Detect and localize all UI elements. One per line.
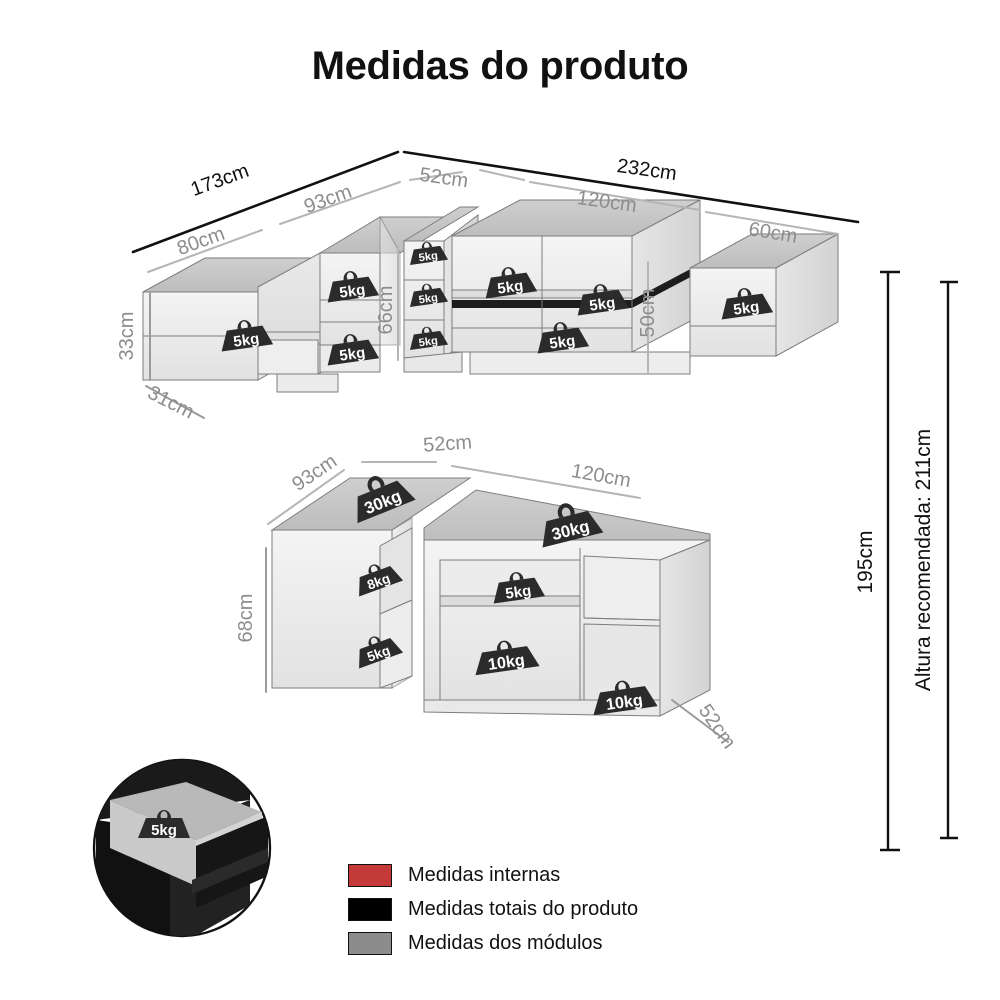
svg-text:5kg: 5kg (418, 250, 439, 265)
lower-load-badges: 30kg 30kg 8kg 5kg 5kg (138, 476, 658, 839)
badge-lower-center-bottom: 10kg (475, 640, 540, 676)
legend-swatch-internal (348, 864, 392, 887)
lower-unit-illustration (270, 477, 711, 717)
badge-lower-corner-shelf-upper: 8kg (359, 564, 404, 597)
badge-upper-corner-top: 5kg (327, 271, 380, 303)
badge-upper-right-module: 5kg (721, 288, 774, 320)
dim-33cm: 33cm (116, 312, 138, 361)
dim-66cm: 66cm (375, 286, 397, 335)
legend-label-total: Medidas totais do produto (408, 898, 639, 920)
svg-text:5kg: 5kg (365, 643, 392, 665)
badge-upper-left-shelf: 5kg (221, 320, 274, 352)
label-altura-recomendada: Altura recomendada: 211cm (912, 429, 935, 691)
legend: Medidas internas Medidas totais do produ… (348, 860, 708, 962)
badge-lower-corner-shelf-lower: 5kg (359, 636, 404, 669)
legend-item-modules: Medidas dos módulos (348, 928, 708, 959)
badge-upper-center-bottom: 5kg (537, 322, 590, 354)
svg-text:5kg: 5kg (151, 822, 177, 839)
svg-text:10kg: 10kg (487, 651, 526, 674)
dim-80cm: 80cm (174, 223, 227, 260)
badge-lower-right-bottom: 10kg (593, 680, 658, 716)
upper-right-module (689, 233, 839, 357)
svg-text:5kg: 5kg (588, 294, 616, 314)
label-195cm: 195cm (854, 530, 877, 593)
height-guide: 195cm Altura recomendada: 211cm (854, 270, 958, 852)
upper-dimension-lines (131, 150, 860, 419)
svg-text:5kg: 5kg (418, 335, 439, 350)
page-title: Medidas do produto (311, 44, 689, 88)
svg-text:5kg: 5kg (232, 330, 260, 350)
svg-text:5kg: 5kg (504, 582, 532, 602)
dim-50cm: 50cm (637, 289, 659, 338)
svg-text:5kg: 5kg (496, 277, 524, 297)
dim-52cm-lower-depth: 52cm (694, 700, 740, 753)
legend-item-internal: Medidas internas (348, 860, 708, 891)
lower-dimension-lines (265, 461, 729, 743)
dim-68cm: 68cm (235, 594, 257, 643)
dim-232cm: 232cm (616, 155, 679, 185)
svg-text:5kg: 5kg (338, 344, 366, 364)
badge-upper-column-2: 5kg (409, 283, 449, 308)
legend-swatch-total (348, 898, 392, 921)
dim-52cm-lower-top: 52cm (422, 431, 472, 456)
badge-upper-corner-bottom: 5kg (327, 334, 380, 366)
badge-upper-column-3: 5kg (409, 326, 449, 351)
svg-text:8kg: 8kg (365, 571, 392, 593)
svg-text:5kg: 5kg (418, 292, 439, 307)
badge-lower-center-shelf: 5kg (493, 572, 546, 604)
dim-173cm: 173cm (188, 160, 252, 201)
dim-52cm-upper: 52cm (418, 164, 469, 193)
svg-text:10kg: 10kg (605, 691, 644, 714)
legend-item-total: Medidas totais do produto (348, 894, 708, 925)
badge-upper-column-1: 5kg (409, 241, 449, 266)
svg-text:5kg: 5kg (732, 298, 760, 318)
legend-label-internal: Medidas internas (408, 864, 561, 886)
upper-load-badges: 5kg 5kg 5kg 5kg 5kg (221, 241, 774, 366)
drawer-detail-inset (92, 758, 272, 938)
dim-31cm: 31cm (144, 382, 198, 424)
badge-drawer-detail: 5kg (138, 810, 190, 839)
svg-text:5kg: 5kg (338, 281, 366, 301)
svg-text:5kg: 5kg (548, 332, 576, 352)
legend-swatch-modules (348, 932, 392, 955)
lower-main-module (423, 489, 711, 717)
badge-upper-center-left: 5kg (485, 267, 538, 299)
legend-label-modules: Medidas dos módulos (408, 932, 603, 954)
badge-upper-center-right: 5kg (577, 284, 630, 316)
